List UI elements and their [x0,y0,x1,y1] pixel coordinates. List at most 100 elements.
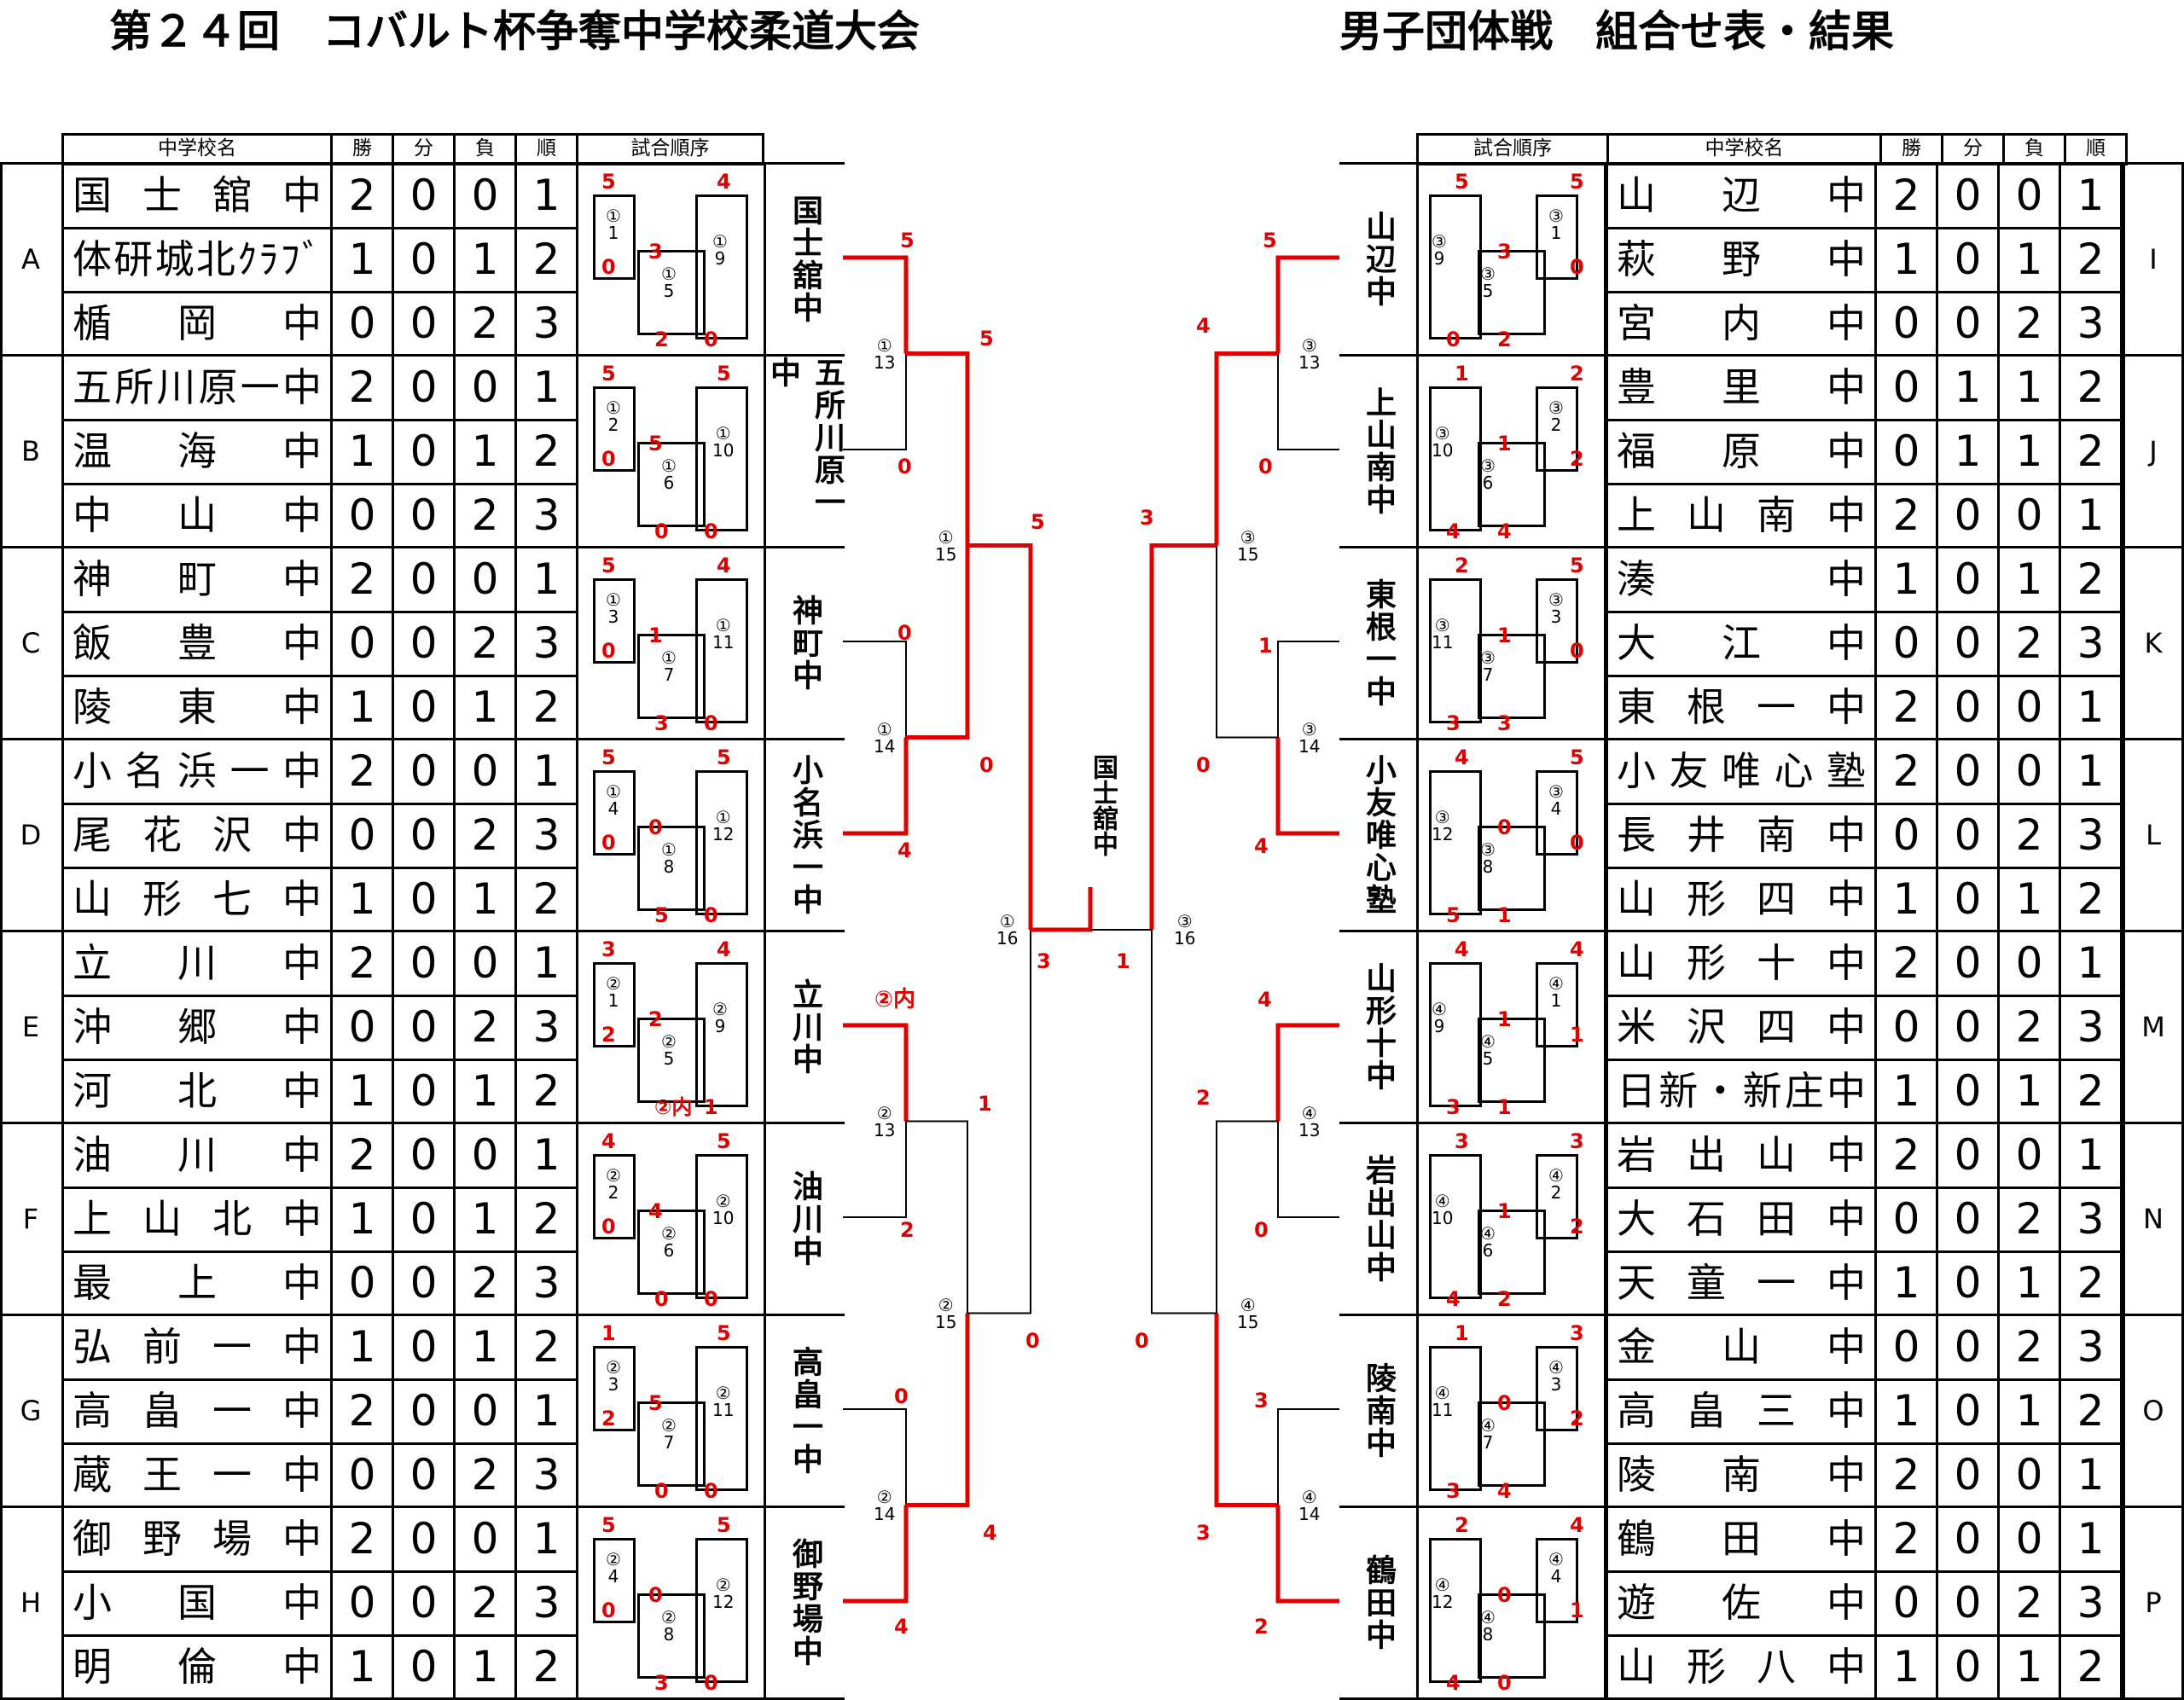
order-border [1604,165,1606,354]
cell-draw: 1 [1936,421,1997,484]
cell-loss: 1 [1997,357,2059,421]
score: 0 [704,328,718,351]
score: 2 [1570,1407,1584,1430]
header-loss: 負 [453,136,514,163]
match-box [1536,1346,1578,1431]
group-border [2123,1124,2125,1314]
group-border [2181,932,2184,1122]
score: 3 [654,711,669,735]
match-number: ④ 2 [1548,1165,1564,1203]
match-box [1478,442,1546,527]
cell-win: 2 [1874,1508,1936,1572]
bracket-line [967,930,1031,1314]
school-name: 東根一中 [1606,676,1874,740]
cell-rank: 2 [514,421,576,484]
group-border [2181,1508,2184,1697]
score: 4 [717,170,731,194]
cell-win: 0 [330,1252,392,1316]
score: 0 [704,903,718,927]
school-name: 明倫中 [61,1636,330,1700]
school-name: 神町中 [61,548,330,612]
score: 5 [648,432,663,455]
cell-loss: 1 [453,1060,514,1124]
score: 0 [654,1287,669,1311]
bracket-score: 0 [897,455,912,479]
group-border [0,1508,3,1697]
score: 2 [1455,554,1469,577]
cell-draw: 0 [392,612,453,676]
school-name: 高畠一中 [61,1380,330,1444]
cell-draw: 1 [1936,357,1997,421]
match-number: ① 9 [712,231,728,269]
match-box [637,250,706,335]
cell-win: 0 [1874,804,1936,868]
cell-rank: 1 [514,1508,576,1572]
cell-win: 1 [330,1188,392,1252]
group-border [61,1316,64,1506]
school-name: 米沢四中 [1606,996,1874,1060]
cell-rank: 3 [514,996,576,1060]
cell-rank: 3 [514,484,576,548]
group-border [0,1316,3,1506]
bracket-score: 4 [1258,988,1272,1012]
score: 4 [1446,1287,1461,1311]
match-box [1536,1538,1578,1623]
bracket-score: 4 [894,1615,909,1639]
score: 0 [704,711,718,735]
cell-win: 2 [1874,1124,1936,1188]
group-label: F [22,1203,39,1235]
score: 5 [1570,170,1584,194]
bracket-match-number: ② 13 [874,1103,896,1140]
score: 1 [1497,1095,1512,1119]
score: 4 [1446,519,1461,543]
score: 1 [1570,1598,1584,1622]
score: 2 [601,1407,616,1430]
school-name: 陵東中 [61,676,330,740]
row-divider [1606,1570,2120,1573]
school-name: 最上中 [61,1252,330,1316]
match-box [637,1593,706,1679]
group-winner: 小名浜一中 [787,754,822,916]
match-box [1429,770,1482,915]
row-end [2120,676,2123,740]
match-number: ④ 10 [1432,1191,1454,1228]
match-box [695,1154,748,1299]
cell-win: 1 [1874,1252,1936,1316]
cell-loss: 0 [1997,1124,2059,1188]
group-winner: 国士舘中 [787,194,822,324]
cell-loss: 1 [453,1188,514,1252]
bracket-line [1275,1023,1339,1122]
cell-draw: 0 [392,1508,453,1572]
cell-win: 0 [1874,612,1936,676]
cell-draw: 0 [1936,676,1997,740]
row-divider [1606,419,2120,421]
row-divider [1606,483,2120,485]
bracket-score: 3 [1196,1521,1211,1545]
cell-rank: 2 [514,229,576,293]
score: 1 [1497,1199,1512,1223]
match-box [1478,1593,1546,1679]
cell-loss: 2 [1997,1188,2059,1252]
cell-win: 1 [330,229,392,293]
match-number: ② 11 [712,1383,735,1420]
match-number: ③ 7 [1480,647,1496,685]
school-name: 河北中 [61,1060,330,1124]
group-label: O [2142,1395,2164,1427]
score: 1 [601,1321,616,1345]
cell-draw: 0 [1936,1444,1997,1508]
school-name: 福原中 [1606,421,1874,484]
cell-rank: 1 [514,165,576,229]
bracket-match-number: ① 15 [935,527,957,565]
cell-loss: 1 [1997,421,2059,484]
bracket-match-number: ① 16 [996,911,1019,949]
cell-loss: 0 [453,357,514,421]
cell-draw: 0 [1936,1636,1997,1700]
row-end [2120,1124,2123,1188]
bracket-match-number: ② 15 [935,1295,957,1332]
order-border [764,357,766,546]
